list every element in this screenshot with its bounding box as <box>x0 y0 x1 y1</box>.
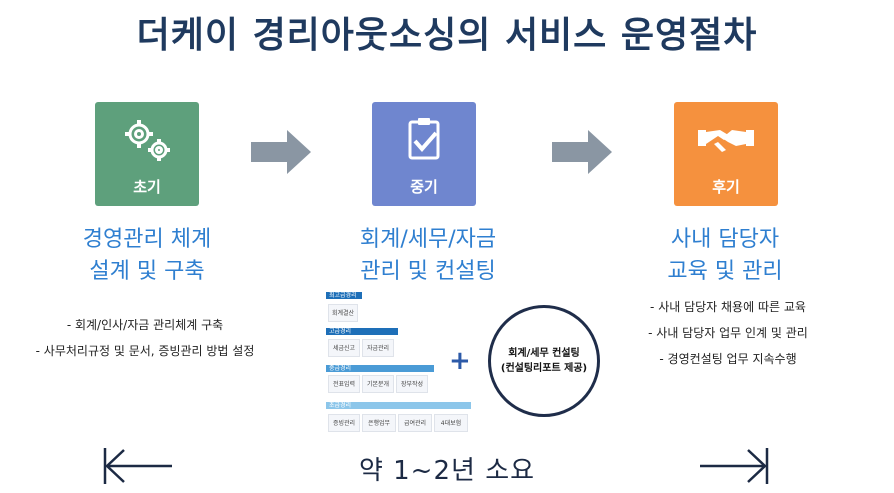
tier-cell: 급여관리 <box>398 414 432 432</box>
tier-label: 중급경리 <box>326 365 434 372</box>
bullet-item: - 경영컨설팅 업무 지속수행 <box>659 352 797 366</box>
right-arrow-icon <box>251 130 311 174</box>
tier-label: 초급경리 <box>326 402 471 409</box>
stage-label: 중기 <box>410 178 438 196</box>
consulting-circle: 회계/세무 컨설팅 (컨설팅리포트 제공) <box>488 305 600 417</box>
tier-cell: 자금관리 <box>362 339 394 357</box>
tier-label: 최고급경리 <box>326 292 362 299</box>
bullet-item: - 사내 담당자 채용에 따른 교육 <box>650 300 806 314</box>
tier-cell: 증빙관리 <box>328 414 360 432</box>
tier-cell: 세금신고 <box>328 339 360 357</box>
bullet-list-initial: - 회계/인사/자금 관리체계 구축 - 사무처리규정 및 문서, 증빙관리 방… <box>14 312 276 364</box>
left-bar-arrow-icon <box>103 448 172 484</box>
tier-cell: 은행업무 <box>362 414 396 432</box>
tier-label: 고급경리 <box>326 328 398 335</box>
bullet-list-final: - 사내 담당자 채용에 따른 교육 - 사내 담당자 업무 인계 및 관리 -… <box>614 294 842 372</box>
stage-label: 후기 <box>712 178 740 196</box>
bullet-item: - 회계/인사/자금 관리체계 구축 <box>66 318 224 332</box>
tier-cell: 장부작성 <box>396 375 428 393</box>
gears-icon <box>125 120 170 161</box>
bullet-item: - 사내 담당자 업무 인계 및 관리 <box>648 326 808 340</box>
accounting-tier-diagram: 최고급경리 회계결산 고급경리 세금신고 자금관리 중급경리 전표입력 기본분개… <box>326 292 474 438</box>
stage-heading-final: 사내 담당자 교육 및 관리 <box>667 227 783 284</box>
stage-box-initial: 초기 <box>95 102 199 206</box>
plus-icon: + <box>449 346 471 376</box>
tier-cell: 기본분개 <box>362 375 394 393</box>
right-bar-arrow-icon <box>700 448 769 484</box>
stage-heading-middle: 회계/세무/자금 관리 및 컨설팅 <box>359 227 497 284</box>
bullet-item: - 사무처리규정 및 문서, 증빙관리 방법 설정 <box>35 344 255 358</box>
stage-box-middle: 중기 <box>372 102 476 206</box>
right-arrow-icon <box>552 130 612 174</box>
stage-label: 초기 <box>133 178 161 196</box>
tier-cell: 4대보험 <box>434 414 468 432</box>
stage-box-final: 후기 <box>674 102 778 206</box>
duration-label: 약 1~2년 소요 <box>358 456 536 486</box>
page-title: 더케이 경리아웃소싱의 서비스 운영절차 <box>136 15 758 56</box>
handshake-icon <box>698 130 754 152</box>
clipboard-check-icon <box>408 118 440 160</box>
stage-heading-initial: 경영관리 체계 설계 및 구축 <box>82 227 212 284</box>
tier-cell: 전표입력 <box>328 375 360 393</box>
tier-cell: 회계결산 <box>328 304 358 322</box>
